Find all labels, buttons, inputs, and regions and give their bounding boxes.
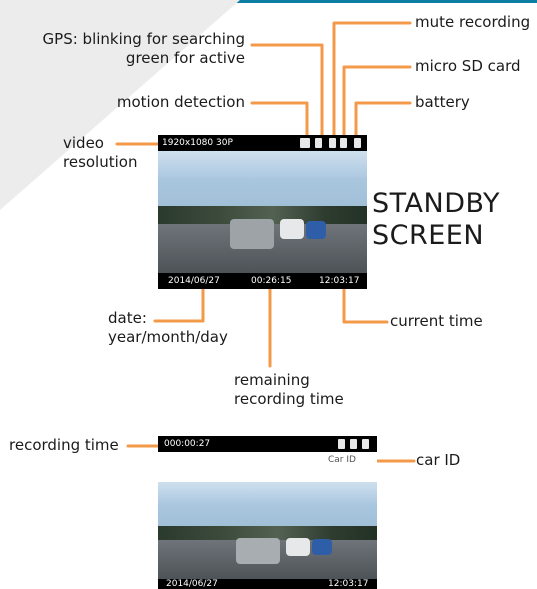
camera-view <box>158 151 367 273</box>
gps-label: GPS: blinking for searching green for ac… <box>30 30 245 68</box>
standby-info-bar: 2014/06/27 00:26:15 12:03:17 <box>158 273 367 289</box>
battery-icon <box>362 439 369 449</box>
mute-icon <box>329 138 336 148</box>
standby-screen-title: STANDBY SCREEN <box>372 188 500 252</box>
car-id-readout: Car ID <box>328 455 356 465</box>
video-resolution-label: video resolution <box>63 134 137 172</box>
mute-icon <box>338 439 345 449</box>
recording-status-bar: 000:00:27 <box>158 436 377 452</box>
leader-motion <box>250 101 309 137</box>
recording-screen: 000:00:27 Car ID 2014/06/27 12:03:17 <box>158 436 377 589</box>
sd-card-label: micro SD card <box>415 57 521 75</box>
date-readout: 2014/06/27 <box>168 276 220 286</box>
gps-label-line1: GPS: blinking for searching <box>42 30 245 48</box>
video-resolution-readout: 1920x1080 30P <box>162 138 233 148</box>
car-id-label: car ID <box>416 451 461 469</box>
remaining-line2: recording time <box>234 390 344 408</box>
current-time-readout: 12:03:17 <box>319 276 360 286</box>
standby-title-line2: SCREEN <box>372 220 485 251</box>
video-resolution-line1: video <box>63 134 104 152</box>
leader-battery <box>354 101 412 137</box>
car-image <box>236 538 280 565</box>
date-label-line2: year/month/day <box>108 328 228 346</box>
standby-title-line1: STANDBY <box>372 188 501 219</box>
leader-sd <box>342 65 412 137</box>
leader-mute <box>332 21 412 137</box>
recording-time-readout: 000:00:27 <box>164 439 211 449</box>
top-accent-bar <box>0 0 537 3</box>
standby-screen: 1920x1080 30P 2014/06/27 00:26:15 12:03:… <box>158 135 367 289</box>
remaining-line1: remaining <box>234 371 310 389</box>
date-label-line1: date: <box>108 309 147 327</box>
car-image <box>230 219 274 250</box>
recording-clock-readout: 12:03:17 <box>328 579 369 589</box>
remaining-time-label: remaining recording time <box>234 371 344 409</box>
sd-card-icon <box>340 138 347 148</box>
standby-status-bar: 1920x1080 30P <box>158 135 367 151</box>
date-label: date: year/month/day <box>108 309 228 347</box>
car-image <box>286 538 310 557</box>
camera-view <box>158 452 377 589</box>
leader-date <box>153 286 205 323</box>
remaining-time-readout: 00:26:15 <box>251 276 292 286</box>
battery-icon <box>354 138 361 148</box>
motion-detection-label: motion detection <box>116 93 245 111</box>
battery-label: battery <box>415 93 470 111</box>
mute-label: mute recording <box>415 13 531 31</box>
recording-time-label: recording time <box>9 436 119 454</box>
gps-label-line2: green for active <box>125 49 245 67</box>
recording-date-readout: 2014/06/27 <box>166 579 218 589</box>
current-time-label: current time <box>390 312 483 330</box>
video-resolution-line2: resolution <box>63 153 138 171</box>
car-image <box>306 220 326 239</box>
motion-icon <box>300 138 310 148</box>
leader-gps <box>250 43 324 137</box>
car-image <box>280 219 304 240</box>
gps-icon <box>315 138 322 148</box>
car-image <box>312 539 332 556</box>
leader-current-time <box>342 286 389 324</box>
sd-card-icon <box>350 439 357 449</box>
